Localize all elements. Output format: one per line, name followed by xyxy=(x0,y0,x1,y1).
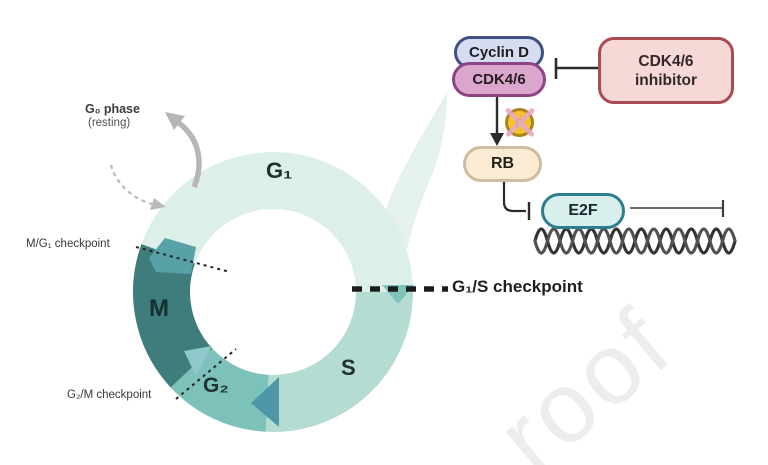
phase-label-g2: G₂ xyxy=(203,374,229,397)
rb-pill: RB xyxy=(463,146,542,182)
checkpoint-label-g2-m: G₂/M checkpoint xyxy=(67,389,152,401)
cdk46-pill: CDK4/6 xyxy=(452,62,546,97)
ring-segment-s xyxy=(265,291,413,432)
notch-g2-m xyxy=(184,346,212,376)
g0-return-arrow xyxy=(109,164,153,206)
cdk46-inhibitor-line2: inhibitor xyxy=(635,71,697,89)
phase-label-m: M xyxy=(149,295,169,322)
e2f-pill: E2F xyxy=(541,193,625,229)
cdk46-inhibitor-line1: CDK4/6 xyxy=(638,52,694,70)
phase-label-s: S xyxy=(341,355,356,380)
g0-return-arrowhead xyxy=(150,198,166,210)
ring-segment-g1 xyxy=(141,151,413,293)
phase-label-g1: G₁ xyxy=(266,158,293,183)
g0-phase-subtitle: (resting) xyxy=(88,117,131,129)
g0-phase-title: G₀ phase xyxy=(85,102,140,116)
rb-to-e2f-line xyxy=(502,180,526,213)
leader-m-g1-checkpoint xyxy=(135,246,231,273)
g0-exit-arrow xyxy=(177,120,202,189)
checkpoint-label-m-g1: M/G₁ checkpoint xyxy=(26,238,110,250)
cdk-to-rb-arrowhead xyxy=(490,133,504,146)
notch-s-g2 xyxy=(251,377,279,427)
leader-g2-m-checkpoint xyxy=(175,348,237,400)
checkpoint-label-g1-s: G₁/S checkpoint xyxy=(452,277,583,296)
dna-strand-2 xyxy=(533,227,737,255)
g0-exit-arrowhead xyxy=(165,112,185,130)
cdk46-inhibitor-box: CDK4/6 inhibitor xyxy=(598,37,734,104)
